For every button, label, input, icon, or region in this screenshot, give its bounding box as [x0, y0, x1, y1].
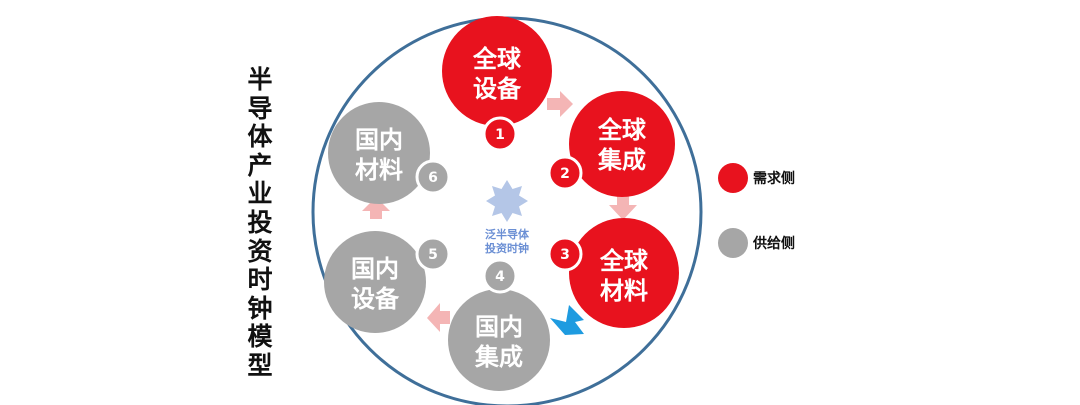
arrow-1-to-2: [547, 91, 573, 117]
svg-text:全球: 全球: [472, 45, 522, 73]
center-star-icon: [486, 180, 528, 222]
svg-text:4: 4: [495, 269, 505, 285]
diagram-title: 半导体产业投资时钟模型: [247, 65, 273, 380]
svg-text:材料: 材料: [600, 277, 648, 305]
svg-text:国内: 国内: [475, 313, 523, 341]
svg-text:2: 2: [560, 166, 570, 182]
svg-text:1: 1: [495, 127, 505, 143]
node-domestic-equipment: 国内 设备: [324, 231, 426, 333]
node-global-equipment: 全球 设备: [442, 16, 552, 126]
node-badge-3: 3: [547, 236, 583, 272]
center-label-line-2: 投资时钟: [485, 241, 529, 255]
svg-text:供给侧: 供给侧: [752, 235, 795, 252]
node-global-integration: 全球 集成: [569, 91, 675, 197]
svg-text:集成: 集成: [597, 146, 646, 174]
node-badge-4: 4: [482, 258, 518, 294]
node-domestic-materials: 国内 材料: [328, 102, 430, 204]
svg-text:全球: 全球: [597, 116, 647, 144]
svg-text:需求侧: 需求侧: [753, 170, 795, 187]
legend-demand: 需求侧: [718, 163, 795, 193]
node-global-materials: 全球 材料: [569, 218, 679, 328]
svg-text:全球: 全球: [599, 247, 649, 275]
svg-text:集成: 集成: [474, 343, 523, 371]
svg-text:6: 6: [428, 170, 438, 186]
node-domestic-integration: 国内 集成: [448, 289, 550, 391]
legend-supply: 供给侧: [718, 228, 795, 258]
svg-text:设备: 设备: [351, 285, 400, 313]
node-badge-5: 5: [415, 236, 451, 272]
arrow-5-to-6: [362, 197, 390, 219]
node-badge-6: 6: [415, 159, 451, 195]
center-label-line-1: 泛半导体: [485, 227, 530, 241]
arrow-3-to-4: [550, 305, 584, 335]
svg-text:材料: 材料: [355, 156, 403, 184]
node-badge-1: 1: [482, 116, 518, 152]
arrow-2-to-3: [609, 196, 637, 220]
arrow-4-to-5: [427, 303, 450, 332]
node-badge-2: 2: [547, 155, 583, 191]
svg-text:设备: 设备: [473, 75, 522, 103]
svg-text:3: 3: [560, 247, 570, 263]
svg-text:5: 5: [428, 247, 438, 263]
svg-text:国内: 国内: [355, 126, 403, 154]
svg-text:国内: 国内: [351, 255, 399, 283]
